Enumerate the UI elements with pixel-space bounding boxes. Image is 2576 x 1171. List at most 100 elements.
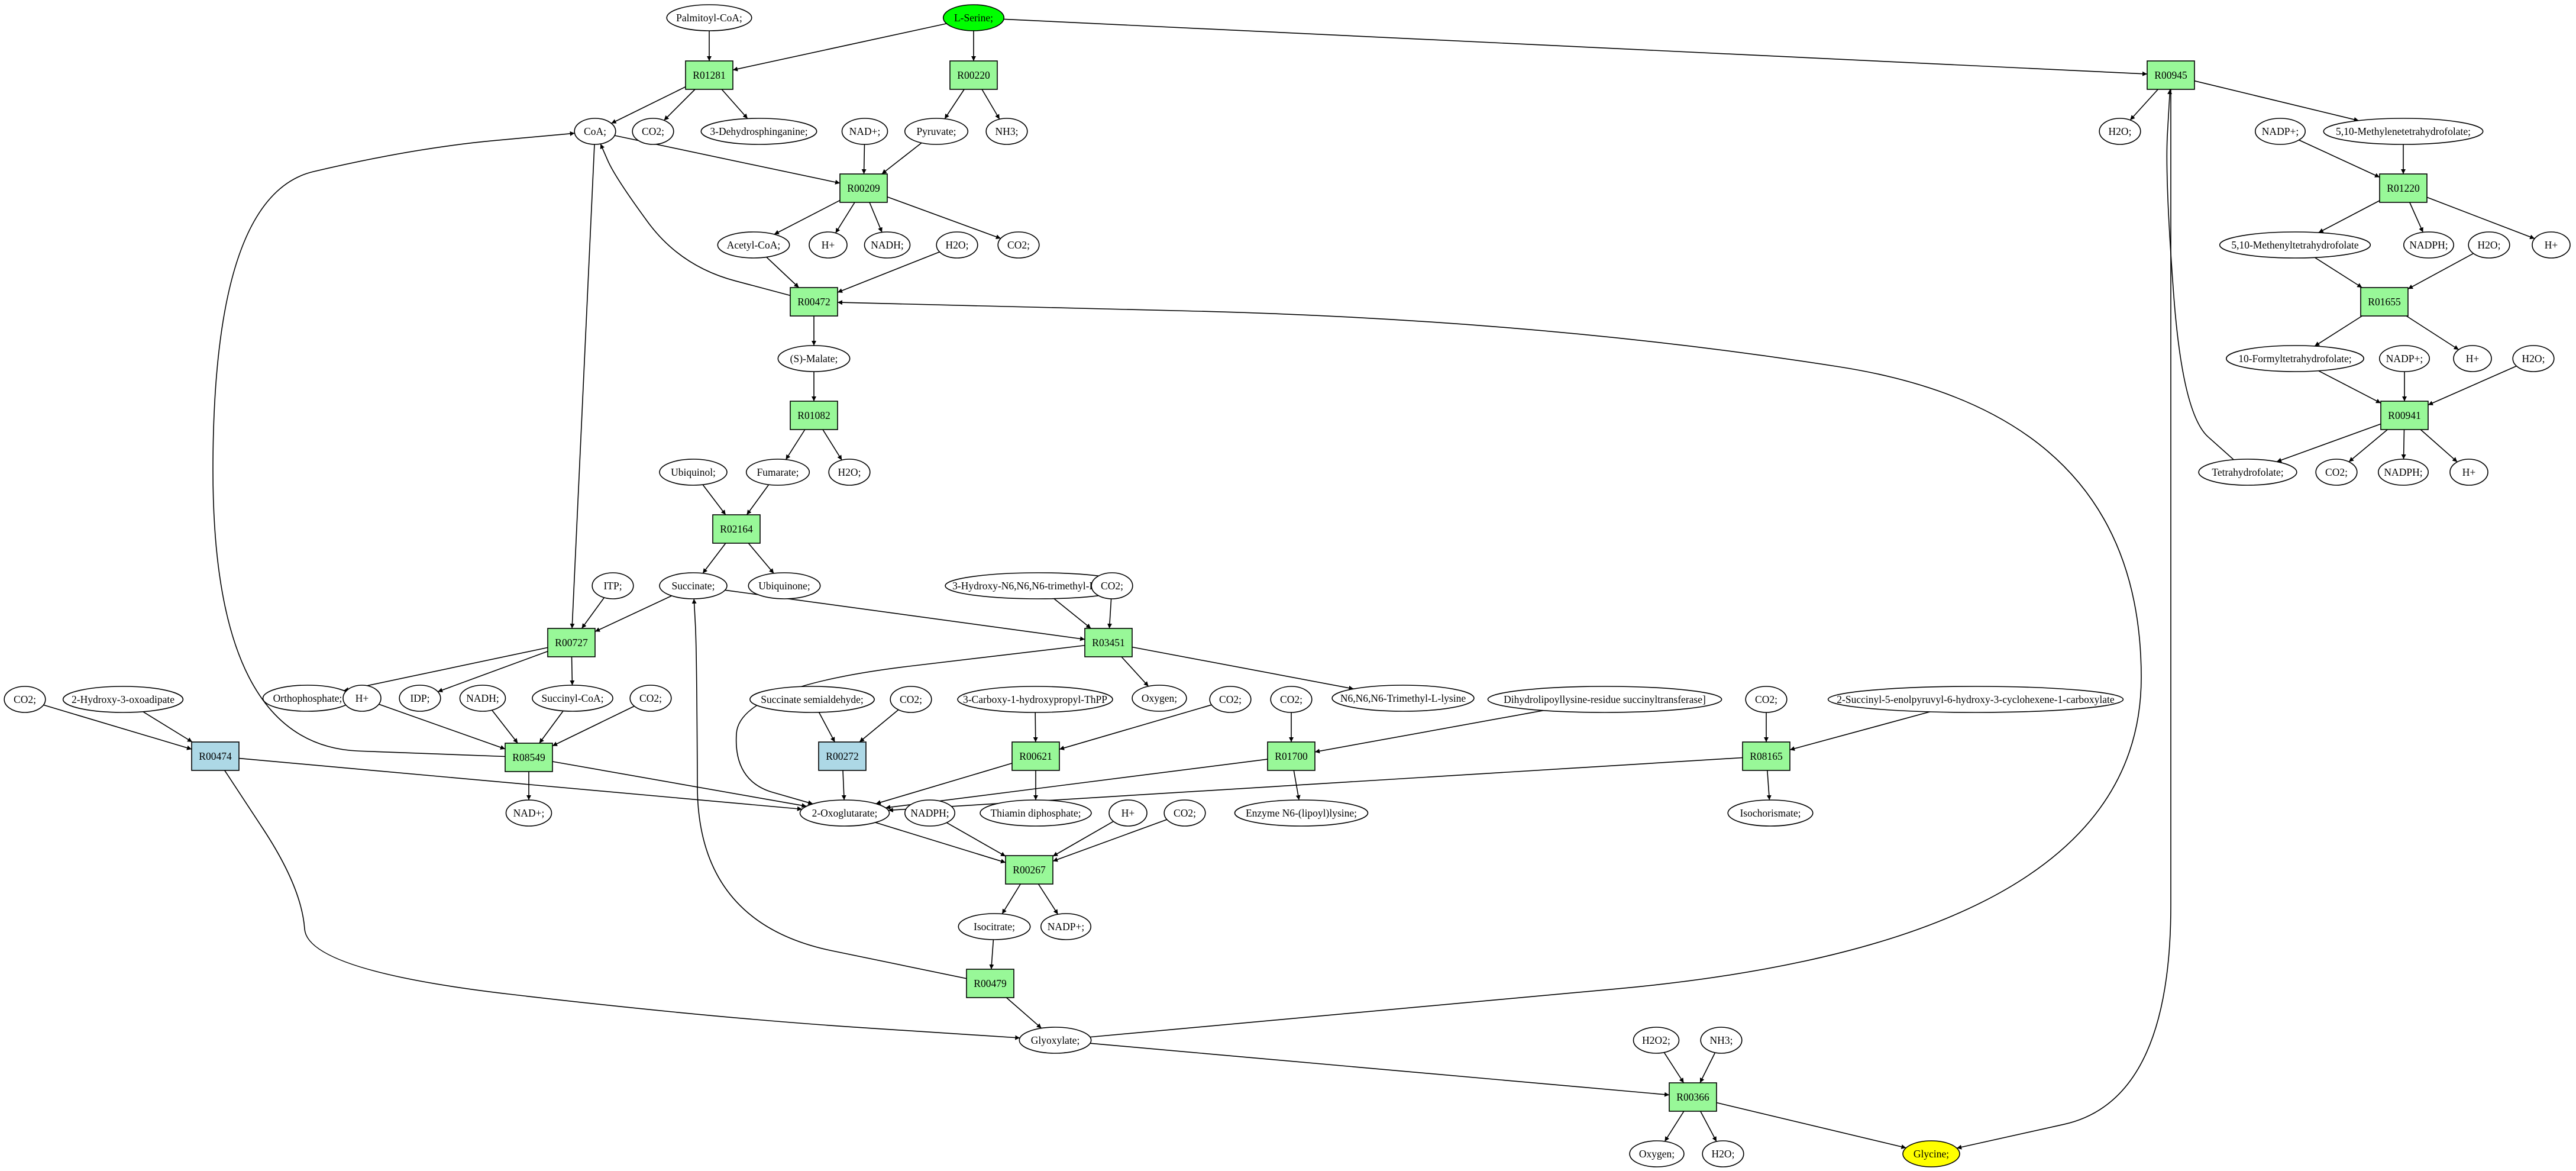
node-label: CO2;	[900, 693, 922, 705]
node-label: 5,10-Methenyltetrahydrofolate	[2231, 239, 2359, 251]
compound-node-shape	[574, 118, 616, 145]
compound-node-palmitoyl: Palmitoyl-CoA;	[666, 4, 752, 31]
node-label: Fumarate;	[757, 466, 799, 478]
reaction-node-r01655: R01655	[2360, 287, 2409, 317]
compound-node-shape	[936, 231, 978, 259]
edge-ubiquinol-to-r02164	[702, 484, 726, 515]
compound-node-co2-j: CO2;	[1745, 686, 1788, 713]
edge-co2-d-to-r03451	[1107, 598, 1112, 629]
node-label: H2O2;	[1642, 1034, 1670, 1046]
reaction-node-r01281: R01281	[685, 60, 733, 90]
edge-hydroxy-tml-to-r03451	[1053, 598, 1091, 629]
compound-node-shape	[2255, 118, 2306, 145]
compound-node-methylene-thf: 5,10-Methylenetetrahydrofolate;	[2323, 118, 2484, 145]
node-label: R00727	[555, 637, 588, 649]
edge-succinylcoa-to-r08549	[539, 710, 564, 744]
edge-r00941-to-thf	[2276, 423, 2381, 463]
node-label: Glycine;	[1914, 1148, 1949, 1160]
edge-r00945-to-glycine	[1957, 89, 2171, 1150]
compound-node-isocitrate: Isocitrate;	[958, 913, 1031, 940]
compound-node-succ-semialdehyde: Succinate semialdehyde;	[749, 686, 875, 713]
compound-node-co2-a: CO2;	[632, 118, 674, 145]
node-label: CO2;	[1174, 807, 1196, 819]
compound-node-shape	[532, 685, 613, 712]
node-label: Succinate;	[672, 580, 715, 592]
node-label: H+	[2466, 353, 2480, 364]
node-label: R00220	[957, 69, 990, 81]
node-label: R01655	[2368, 296, 2401, 308]
edge-r01220-to-hplus-b	[2426, 196, 2535, 240]
edge-r02164-to-succinate	[702, 543, 726, 574]
edge-r03451-to-oxygen-a	[1121, 656, 1149, 687]
edge-hplus-e-to-r08549	[379, 704, 506, 750]
node-label: R00366	[1676, 1091, 1709, 1103]
node-label: R00479	[974, 978, 1007, 989]
reaction-node-r00621: R00621	[1011, 741, 1060, 771]
compound-node-shape	[4, 686, 46, 713]
compound-node-co2-g: CO2;	[890, 686, 932, 713]
edge-r08549-to-oxoglutarate	[552, 761, 807, 808]
compound-node-hplus-c: H+	[2453, 345, 2492, 372]
reaction-node-shape	[547, 628, 596, 657]
edge-h2o-b-to-r00472	[837, 251, 940, 293]
compound-node-co2-f: CO2;	[4, 686, 46, 713]
compound-node-shape	[980, 799, 1092, 827]
edge-nadh-b-to-r08549	[492, 709, 518, 744]
compound-node-succinylcoa: Succinyl-CoA;	[532, 685, 613, 712]
compound-node-shape	[2099, 118, 2141, 145]
compound-node-h2o2: H2O2;	[1633, 1027, 1680, 1054]
edge-serine-to-r01281	[732, 23, 947, 72]
node-label: H+	[822, 239, 835, 251]
compound-node-shape	[1702, 1140, 1744, 1167]
compound-node-oxoglutarate: 2-Oxoglutarate;	[799, 799, 890, 827]
compound-node-shape	[828, 459, 871, 486]
compound-node-co2-h: CO2;	[1209, 686, 1252, 713]
node-label: Dihydrolipoyllysine-residue succinyltran…	[1504, 693, 1706, 705]
node-label: Oxygen;	[1639, 1148, 1675, 1160]
reaction-node-shape	[1005, 855, 1053, 885]
reaction-node-shape	[2380, 401, 2429, 430]
compound-node-shape	[1234, 799, 1369, 827]
edge-fumarate-to-r02164	[746, 484, 770, 515]
compound-node-shape	[1745, 686, 1788, 713]
reaction-node-r00474: R00474	[191, 741, 240, 771]
node-label: Pyruvate;	[916, 125, 956, 137]
edge-nadp-a-to-r00209	[861, 144, 867, 175]
edge-thf-to-r00945	[2166, 89, 2234, 460]
compound-node-serine: L-Serine;	[942, 4, 1005, 31]
compound-node-dihydrolipoyl: Dihydrolipoyllysine-residue succinyltran…	[1487, 686, 1722, 713]
compound-node-acetylcoa: Acetyl-CoA;	[717, 231, 790, 259]
compound-node-shape	[1132, 685, 1187, 712]
edge-r00209-to-co2-b	[887, 196, 1001, 240]
compound-node-oxygen-a: Oxygen;	[1132, 685, 1187, 712]
edge-glyoxylate-to-r00366	[1090, 1043, 1670, 1097]
edge-r00366-to-oxygen-b	[1664, 1111, 1685, 1142]
compound-node-shape	[342, 685, 382, 712]
edge-r00945-to-h2o-a	[2129, 89, 2158, 121]
edge-r00209-to-nadh-a	[869, 202, 883, 233]
edge-methenyl-thf-to-r01655	[2314, 257, 2362, 288]
compound-node-shape	[666, 4, 752, 31]
node-label: R00474	[199, 750, 232, 762]
compound-node-shape	[985, 118, 1028, 145]
compound-node-co2-k: CO2;	[1163, 799, 1206, 827]
edge-r00220-to-nh3-a	[981, 89, 1000, 120]
edge-serine-to-r00945	[1003, 18, 2148, 76]
compound-node-nadph-b: NADPH;	[2378, 459, 2429, 486]
edge-co2-h-to-r00621	[1059, 704, 1212, 750]
reaction-node-r00941: R00941	[2380, 401, 2429, 430]
reaction-node-shape	[790, 401, 838, 430]
compound-node-shape	[62, 686, 184, 713]
reaction-node-shape	[685, 60, 733, 90]
node-label: Ubiquinone;	[758, 580, 810, 592]
edge-r00479-to-succinate	[691, 598, 967, 979]
node-label: CO2;	[2325, 466, 2348, 478]
compound-node-shape	[717, 231, 790, 259]
edge-h2o2-to-r00366	[1663, 1052, 1685, 1083]
node-label: H+	[1121, 807, 1135, 819]
reaction-node-shape	[505, 743, 553, 772]
compound-node-shape	[2449, 459, 2488, 486]
node-label: Ubiquinol;	[671, 466, 716, 478]
reaction-node-r01700: R01700	[1267, 741, 1316, 771]
